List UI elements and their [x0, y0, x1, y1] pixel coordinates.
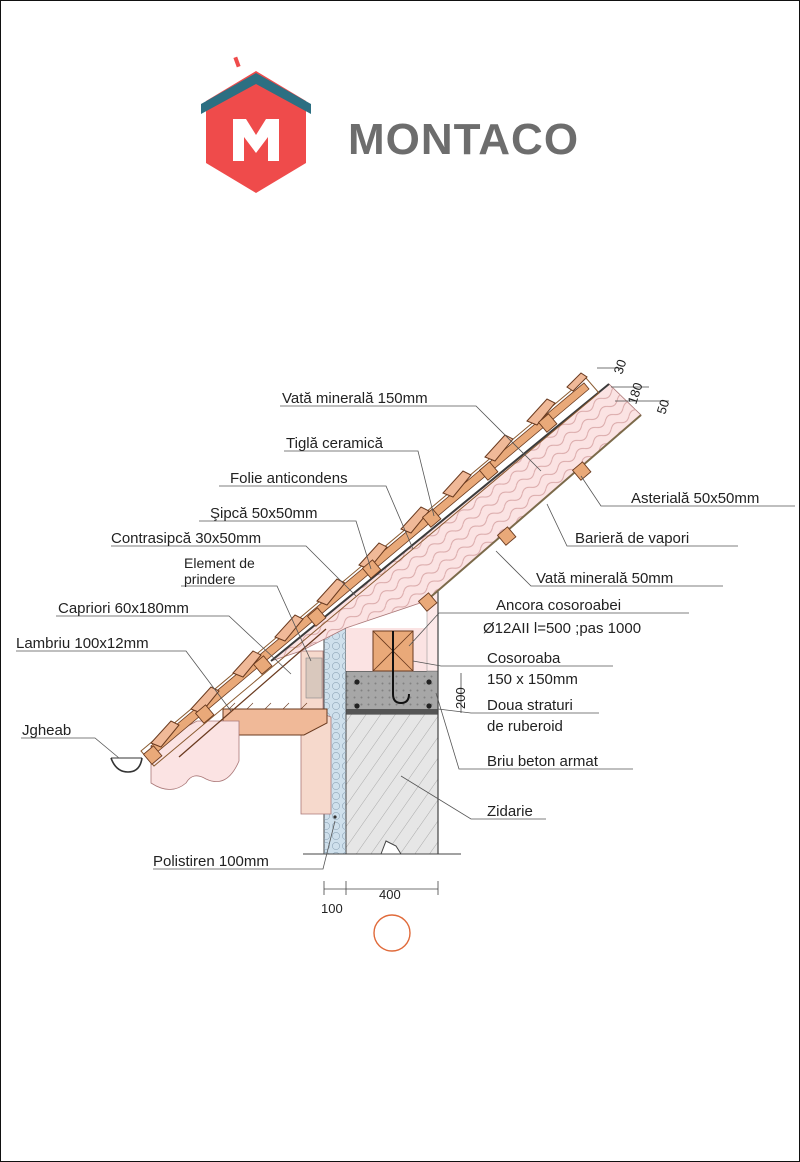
anchor-rod [392, 631, 410, 705]
label-batten: Şipcă 50x50mm [210, 505, 318, 522]
label-bond-beam: Briu beton armat [487, 753, 599, 770]
dim-400: 400 [379, 887, 401, 902]
label-ceramic-tile: Tiglă ceramică [286, 435, 384, 452]
label-wall-plate-line2: 150 x 150mm [487, 671, 578, 688]
label-polystyrene: Polistiren 100mm [153, 853, 269, 870]
label-ruberoid-line2: de ruberoid [487, 718, 563, 735]
tile-profile [150, 372, 588, 748]
label-counter-batten: Contrasipcă 30x50mm [111, 530, 261, 547]
eave-assembly [110, 650, 332, 815]
dim-200: 200 [453, 687, 468, 709]
fixing-element [305, 657, 323, 699]
label-vapour-barrier: Barieră de vapori [575, 530, 689, 547]
logo-roof [201, 73, 311, 114]
label-fixing-element-line2: prindere [184, 571, 236, 587]
brand-name: MONTACO [348, 115, 579, 164]
label-anchor-line2: Ø12AII l=500 ;pas 1000 [483, 620, 641, 637]
dim-180: 180 [625, 381, 646, 406]
logo-chimney [233, 56, 241, 68]
detail-marker-circle [373, 914, 411, 952]
ceiling-battens-50x50 [417, 461, 592, 612]
label-anticondensation-foil: Folie anticondens [230, 470, 348, 487]
anticondensation-foil [270, 383, 610, 662]
label-mineral-wool-150: Vată minerală 150mm [282, 390, 428, 407]
label-fixing-element-line1: Element de [184, 555, 255, 571]
label-anchor-line1: Ancora cosoroabei [496, 597, 621, 614]
label-wall-plate-line1: Cosoroaba [487, 650, 561, 667]
label-ruberoid-line1: Doua straturi [487, 697, 573, 714]
label-cladding: Lambriu 100x12mm [16, 635, 149, 652]
gutter [110, 757, 143, 773]
dim-100: 100 [321, 901, 343, 916]
battens-50x50 [142, 413, 558, 765]
label-rafters: Capriori 60x180mm [58, 600, 189, 617]
logo-letter-m [233, 119, 279, 161]
vapour-barrier [425, 414, 642, 602]
label-ceiling-batten: Asterială 50x50mm [631, 490, 759, 507]
dimension-lines [323, 367, 669, 895]
soffit-lining [178, 628, 327, 758]
logo-hexagon [206, 71, 306, 193]
leader-lines [16, 405, 795, 870]
dim-30: 30 [611, 358, 630, 376]
ruberoid-layers [346, 709, 438, 714]
dim-50: 50 [654, 398, 673, 416]
label-mineral-wool-50: Vată minerală 50mm [536, 570, 673, 587]
label-masonry: Zidarie [487, 803, 533, 820]
roof-slope [140, 372, 642, 767]
montaco-logo: MONTACO [201, 56, 579, 193]
label-gutter: Jgheab [22, 722, 71, 739]
